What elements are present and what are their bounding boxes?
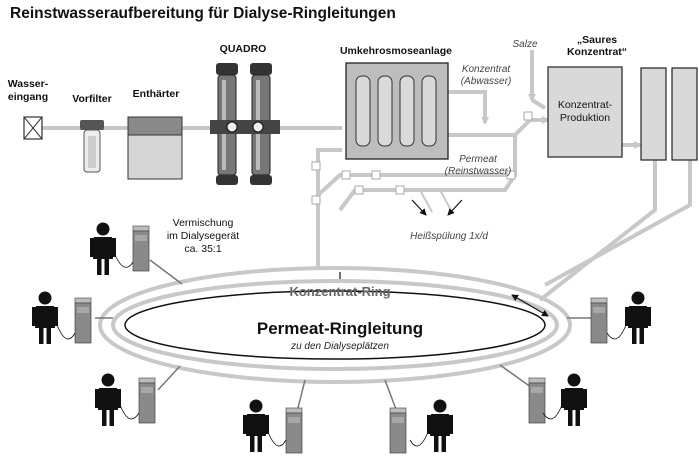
vermischung-label-1: Vermischung	[173, 217, 234, 229]
dialysis-machine-icon	[132, 225, 150, 272]
person-icon	[32, 291, 58, 344]
vermischung-label-3: ca. 35:1	[184, 243, 222, 255]
hot-rinse-arrows	[411, 199, 463, 216]
reverse-osmosis-unit	[345, 62, 449, 160]
konzentrat-label-2: (Abwasser)	[461, 76, 512, 87]
saures-konzentrat-label-2: Konzentrat“	[567, 46, 627, 58]
dialysis-station-3	[95, 373, 156, 426]
dialysis-station-1	[90, 222, 150, 275]
page-title: Reinstwasseraufbereitung für Dialyse-Rin…	[10, 5, 396, 22]
valve-icon	[311, 111, 533, 205]
dialysis-station-4	[243, 399, 303, 454]
vermischung-label-2: im Dialysegerät	[167, 230, 239, 242]
concentrate-production-box: Konzentrat- Produktion	[547, 66, 623, 158]
permeat-label-1: Permeat	[459, 154, 498, 165]
konzentrat-ring-label: Konzentrat-Ring	[289, 284, 390, 299]
permeat-ring-sublabel: zu den Dialyseplätzen	[290, 341, 389, 352]
dialysis-station-2	[32, 291, 92, 344]
heisspuelung-label: Heißspülung 1x/d	[410, 231, 488, 242]
inlet-valve-icon	[23, 116, 43, 140]
dialysis-station-7	[590, 291, 651, 344]
permeat-ring-label: Permeat-Ringleitung	[257, 319, 423, 338]
person-icon	[243, 399, 269, 452]
konzentrat-label-1: Konzentrat	[462, 64, 512, 75]
konz-prod-label-1: Konzentrat-	[558, 99, 613, 111]
person-icon	[561, 373, 587, 426]
person-icon	[95, 373, 121, 426]
saures-konzentrat-label-1: „Saures	[577, 34, 617, 46]
circulation-arrow	[511, 294, 549, 317]
umkehrosmose-label: Umkehrosmoseanlage	[340, 45, 452, 57]
wassereingang-label-1: Wasser-	[8, 78, 49, 90]
person-icon	[625, 291, 651, 344]
vorfilter-label: Vorfilter	[72, 93, 111, 105]
person-icon	[427, 399, 453, 452]
dialysis-machine-icon	[138, 377, 156, 424]
dialysis-machine-icon	[590, 297, 608, 344]
person-icon	[90, 222, 116, 275]
concentrate-tanks	[640, 67, 698, 161]
dialysis-machine-icon	[285, 407, 303, 454]
salze-label: Salze	[512, 39, 537, 50]
softener-icon	[127, 116, 183, 180]
dialysis-station-6	[528, 373, 587, 426]
konz-prod-label-2: Produktion	[560, 112, 610, 124]
enthaerter-label: Enthärter	[133, 88, 180, 100]
wassereingang-label-2: eingang	[8, 91, 48, 103]
quadro-label: QUADRO	[220, 43, 267, 55]
dialysis-machine-icon	[389, 407, 407, 454]
dialysis-machine-icon	[74, 297, 92, 344]
quadro-unit-icon	[210, 63, 280, 185]
concentrate-ring	[98, 266, 572, 384]
dialysis-machine-icon	[528, 377, 546, 424]
permeat-label-2: (Reinstwasser)	[445, 166, 512, 177]
dialysis-station-5	[389, 399, 453, 454]
prefilter-icon	[80, 120, 104, 173]
